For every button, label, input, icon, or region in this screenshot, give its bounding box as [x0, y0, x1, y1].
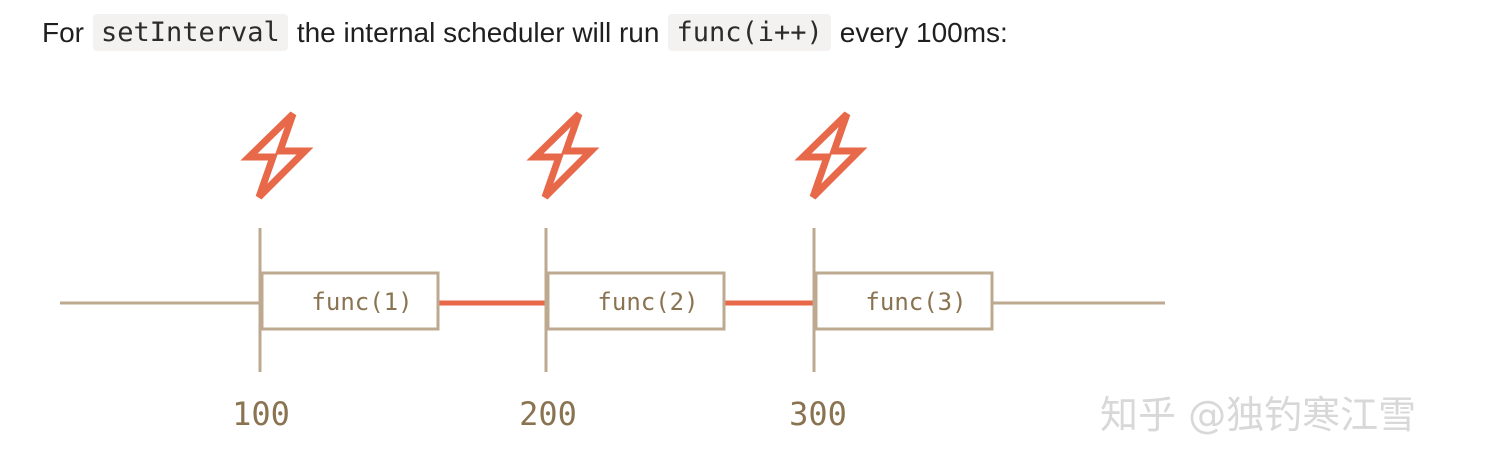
watermark: 知乎 @独钓寒江雪 [1100, 393, 1417, 437]
call-group-2: func(2) 200 [519, 111, 726, 433]
lightning-bolt-icon [526, 111, 600, 200]
lightning-bolt-icon [794, 111, 868, 200]
intro-prefix: For [42, 16, 84, 48]
call-label-3: func(3) [865, 288, 966, 316]
tick-label-3: 300 [789, 395, 847, 433]
call-box-3 [814, 271, 994, 331]
tick-label-2: 200 [519, 395, 577, 433]
call-label-2: func(2) [597, 288, 698, 316]
intro-sentence: For setInterval the internal scheduler w… [42, 14, 1008, 51]
tick-label-1: 100 [232, 395, 290, 433]
code-setinterval: setInterval [93, 14, 288, 51]
call-box-2 [546, 271, 726, 331]
call-label-1: func(1) [311, 288, 412, 316]
lightning-bolt-icon [240, 111, 314, 200]
call-group-1: func(1) 100 [232, 111, 440, 433]
intro-suffix: every 100ms: [839, 16, 1008, 48]
call-box-1 [260, 271, 440, 331]
code-func-call: func(i++) [668, 14, 831, 51]
call-group-3: func(3) 300 [789, 111, 994, 433]
intro-middle: the internal scheduler will run [296, 16, 660, 48]
